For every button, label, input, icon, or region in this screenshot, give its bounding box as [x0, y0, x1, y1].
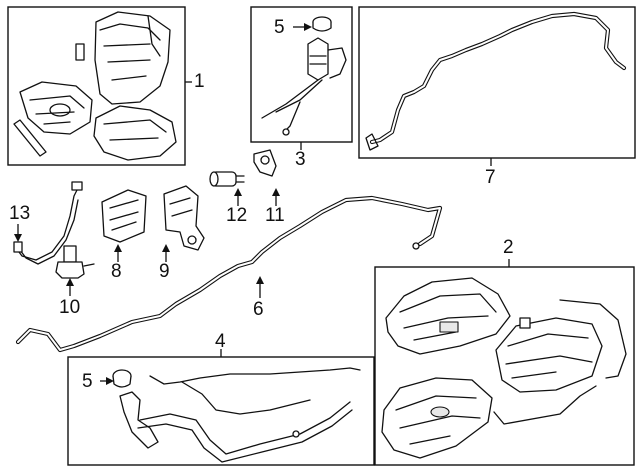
- part-8-module[interactable]: [101, 189, 147, 243]
- callout-2: 2: [503, 237, 514, 258]
- callout-10: 10: [59, 297, 81, 318]
- callout-5-bottom: 5: [82, 371, 93, 392]
- callout-6: 6: [253, 299, 264, 320]
- part-11-clip[interactable]: [253, 149, 277, 177]
- callout-8: 8: [111, 261, 122, 282]
- part-3-sender-unit[interactable]: [261, 37, 347, 136]
- part-1-shields[interactable]: [13, 11, 177, 161]
- part-10-valve[interactable]: [55, 245, 95, 279]
- box-part-1: [7, 6, 186, 166]
- callout-4: 4: [215, 331, 226, 352]
- part-5-cap-bottom[interactable]: [112, 369, 132, 388]
- part-6-fuel-line[interactable]: [15, 195, 443, 353]
- callout-5-top: 5: [274, 17, 285, 38]
- callout-13: 13: [9, 203, 31, 224]
- box-part-2: [374, 266, 635, 466]
- callout-7: 7: [485, 167, 496, 188]
- part-13-harness[interactable]: [13, 181, 83, 265]
- part-2-canister[interactable]: [381, 277, 627, 459]
- part-5-cap-top[interactable]: [312, 16, 332, 32]
- callout-12: 12: [226, 205, 248, 226]
- part-9-bracket[interactable]: [163, 185, 205, 251]
- box-part-7: [358, 6, 636, 159]
- part-7-fuel-line[interactable]: [365, 11, 627, 151]
- part-4-filler-pipe[interactable]: [119, 367, 361, 463]
- part-12-solenoid[interactable]: [209, 171, 245, 187]
- callout-1: 1: [194, 71, 205, 92]
- callout-9: 9: [159, 261, 170, 282]
- callout-3: 3: [295, 149, 306, 170]
- callout-11: 11: [265, 205, 285, 226]
